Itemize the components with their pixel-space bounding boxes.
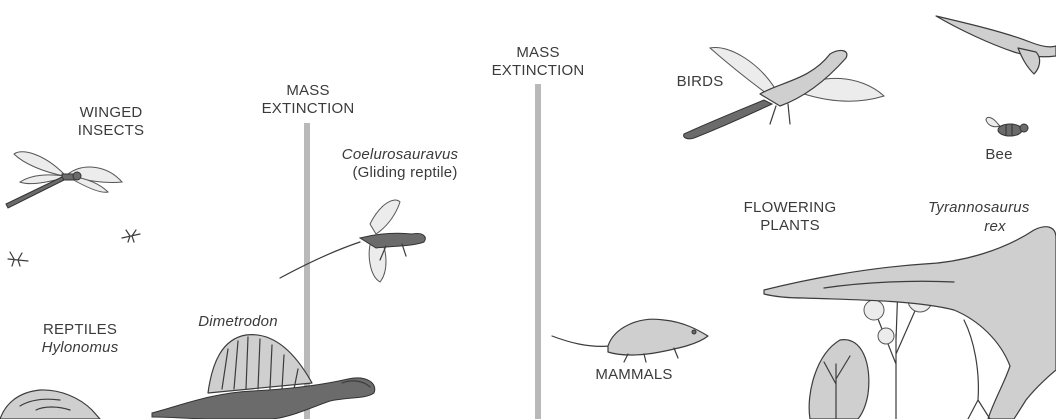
mammal-illustration	[548, 312, 714, 364]
mass-extinction-line-2	[535, 84, 541, 419]
coelurosauravus-label: Coelurosauravus	[335, 146, 465, 164]
bird-illustration	[680, 34, 890, 146]
dragonfly-illustration	[4, 146, 130, 212]
winged-insects-label: WINGEDINSECTS	[66, 104, 156, 140]
pterosaur-illustration	[930, 8, 1056, 78]
hylonomus-label: Hylonomus	[28, 339, 132, 357]
dimetrodon-label: Dimetrodon	[186, 313, 290, 331]
mass-extinction-label-1: MASSEXTINCTION	[250, 82, 366, 118]
coelurosauravus-illustration	[276, 194, 432, 286]
bee-label: Bee	[978, 146, 1020, 164]
tyrannosaurus-illustration	[764, 220, 1056, 419]
small-insect-illustration-2	[6, 250, 30, 268]
mammals-label: MAMMALS	[584, 366, 684, 384]
reptiles-label: REPTILES	[28, 321, 132, 339]
dimetrodon-illustration	[152, 333, 382, 419]
bee-illustration	[984, 114, 1032, 142]
mass-extinction-label-2: MASSEXTINCTION	[480, 44, 596, 80]
hylonomus-illustration	[0, 380, 110, 419]
gliding-reptile-label: (Gliding reptile)	[340, 164, 470, 182]
tyrannosaurus-label: Tyrannosaurus	[928, 199, 1056, 217]
small-insect-illustration	[120, 228, 144, 244]
